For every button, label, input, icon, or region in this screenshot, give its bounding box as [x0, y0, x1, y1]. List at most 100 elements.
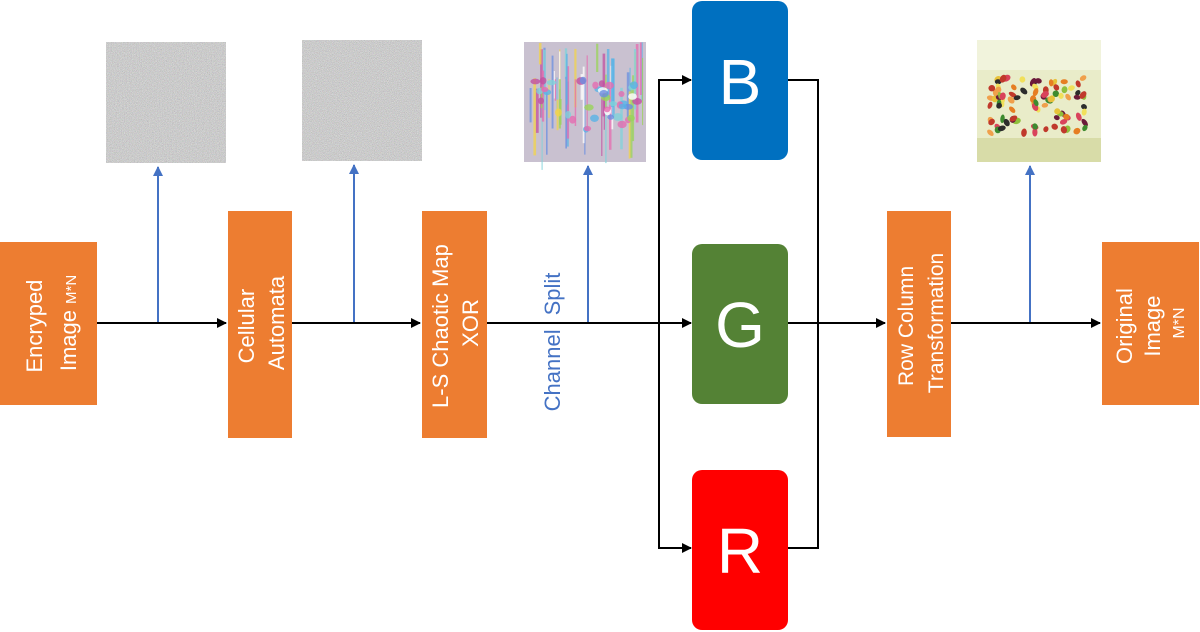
- distorted-bean: [584, 104, 594, 111]
- encrypted-label-line1: Encryped: [22, 280, 47, 373]
- distorted-bean: [539, 77, 547, 85]
- jelly-bean: [1058, 92, 1064, 99]
- chaotic-map-xor-box: L-S Chaotic Map XOR: [422, 211, 487, 438]
- color-streak: [605, 97, 607, 164]
- jelly-bean: [999, 92, 1006, 100]
- jelly-bean: [1052, 90, 1060, 97]
- color-streak: [541, 100, 543, 170]
- svg-text:Original Image M*N: Original Image M*N: [1112, 282, 1188, 364]
- distorted-bean: [607, 114, 615, 120]
- chaotic-label-line2: XOR: [458, 299, 483, 347]
- distorted-bean: [613, 113, 623, 121]
- jelly-bean: [996, 102, 1002, 109]
- jelly-bean: [1081, 118, 1088, 127]
- jelly-bean: [987, 101, 993, 109]
- cellular-label-line1: Cellular: [234, 289, 259, 364]
- jelly-bean: [1020, 87, 1028, 95]
- distorted-bean: [599, 90, 609, 98]
- color-streak: [559, 51, 561, 90]
- jelly-bean: [1065, 93, 1071, 101]
- row-column-transformation-box: Row Column Transformation: [887, 211, 951, 437]
- color-streak: [626, 72, 630, 118]
- jelly-bean: [1081, 108, 1087, 116]
- red-channel-box: R: [692, 470, 788, 630]
- distorted-bean: [590, 114, 599, 123]
- color-streak: [566, 53, 568, 105]
- distorted-bean: [632, 98, 642, 105]
- color-streak: [546, 92, 548, 155]
- distorted-bean: [604, 81, 614, 90]
- jelly-bean: [1019, 76, 1026, 83]
- distorted-bean: [583, 125, 592, 132]
- green-channel-letter: G: [715, 289, 765, 361]
- jelly-bean: [1003, 118, 1010, 127]
- jelly-bean: [1000, 114, 1005, 124]
- jelly-bean: [1032, 88, 1039, 97]
- jelly-bean: [1013, 95, 1021, 101]
- merge-bracket: [788, 79, 819, 549]
- distorted-bean: [617, 120, 627, 129]
- jelly-bean: [1075, 90, 1081, 96]
- color-streak: [551, 55, 554, 129]
- jelly-bean: [1067, 85, 1075, 91]
- encrypted-size-label: M*N: [63, 275, 80, 304]
- preview-original-image: [977, 40, 1101, 162]
- color-streak: [584, 80, 586, 155]
- distorted-bean: [628, 93, 637, 100]
- preview-noise-2: [302, 40, 422, 161]
- jelly-bean: [1061, 86, 1068, 94]
- original-label-line1: Original: [1112, 288, 1137, 364]
- color-streak: [574, 48, 577, 108]
- split-word: Split: [540, 273, 565, 316]
- jelly-bean: [1053, 84, 1060, 91]
- jelly-bean: [987, 129, 994, 136]
- jelly-bean: [1043, 126, 1049, 133]
- distorted-bean: [630, 81, 638, 89]
- color-streak: [639, 42, 642, 95]
- original-label-line2: Image: [1140, 295, 1165, 356]
- jelly-bean: [1063, 113, 1070, 120]
- color-streak: [533, 78, 537, 156]
- jelly-bean: [1079, 91, 1087, 99]
- jelly-bean: [1060, 79, 1068, 85]
- distorted-bean: [618, 103, 627, 110]
- distorted-bean: [565, 111, 572, 119]
- red-channel-letter: R: [717, 515, 763, 587]
- color-streak: [629, 67, 631, 94]
- distorted-bean: [592, 81, 599, 90]
- color-streak: [580, 74, 583, 100]
- cellular-automata-box: Cellular Automata: [228, 211, 292, 438]
- jelly-bean: [1011, 84, 1017, 91]
- jelly-bean: [988, 118, 995, 126]
- jelly-bean: [994, 79, 1002, 85]
- jelly-bean: [1060, 126, 1068, 134]
- channel-word: Channel: [540, 329, 565, 411]
- preview-noise-1: [106, 42, 226, 163]
- channel-split-label: Channel Split: [540, 273, 565, 412]
- distorted-bean: [609, 101, 618, 107]
- jelly-bean: [1021, 128, 1027, 137]
- jelly-bean: [1073, 127, 1081, 135]
- color-streak: [601, 98, 603, 156]
- distorted-bean: [555, 108, 562, 117]
- original-size-label: M*N: [1171, 307, 1188, 338]
- distorted-bean: [627, 114, 635, 122]
- color-streak: [548, 79, 550, 118]
- color-streak: [642, 57, 644, 126]
- chaotic-label-line1: L-S Chaotic Map: [428, 244, 453, 408]
- color-streak: [603, 97, 605, 130]
- color-streak: [586, 55, 588, 128]
- distorted-bean: [604, 106, 611, 113]
- distorted-bean: [579, 76, 587, 85]
- jelly-bean: [1041, 91, 1049, 98]
- original-image-box: Original Image M*N: [1102, 242, 1199, 405]
- color-streak: [582, 66, 585, 144]
- rowcol-label-line1: Row Column: [895, 266, 918, 386]
- blue-channel-letter: B: [719, 46, 762, 118]
- color-streak: [632, 75, 635, 142]
- jelly-bean: [1008, 91, 1017, 98]
- jelly-bean: [1032, 127, 1038, 137]
- color-streak: [554, 79, 557, 101]
- jelly-bean: [1073, 94, 1081, 100]
